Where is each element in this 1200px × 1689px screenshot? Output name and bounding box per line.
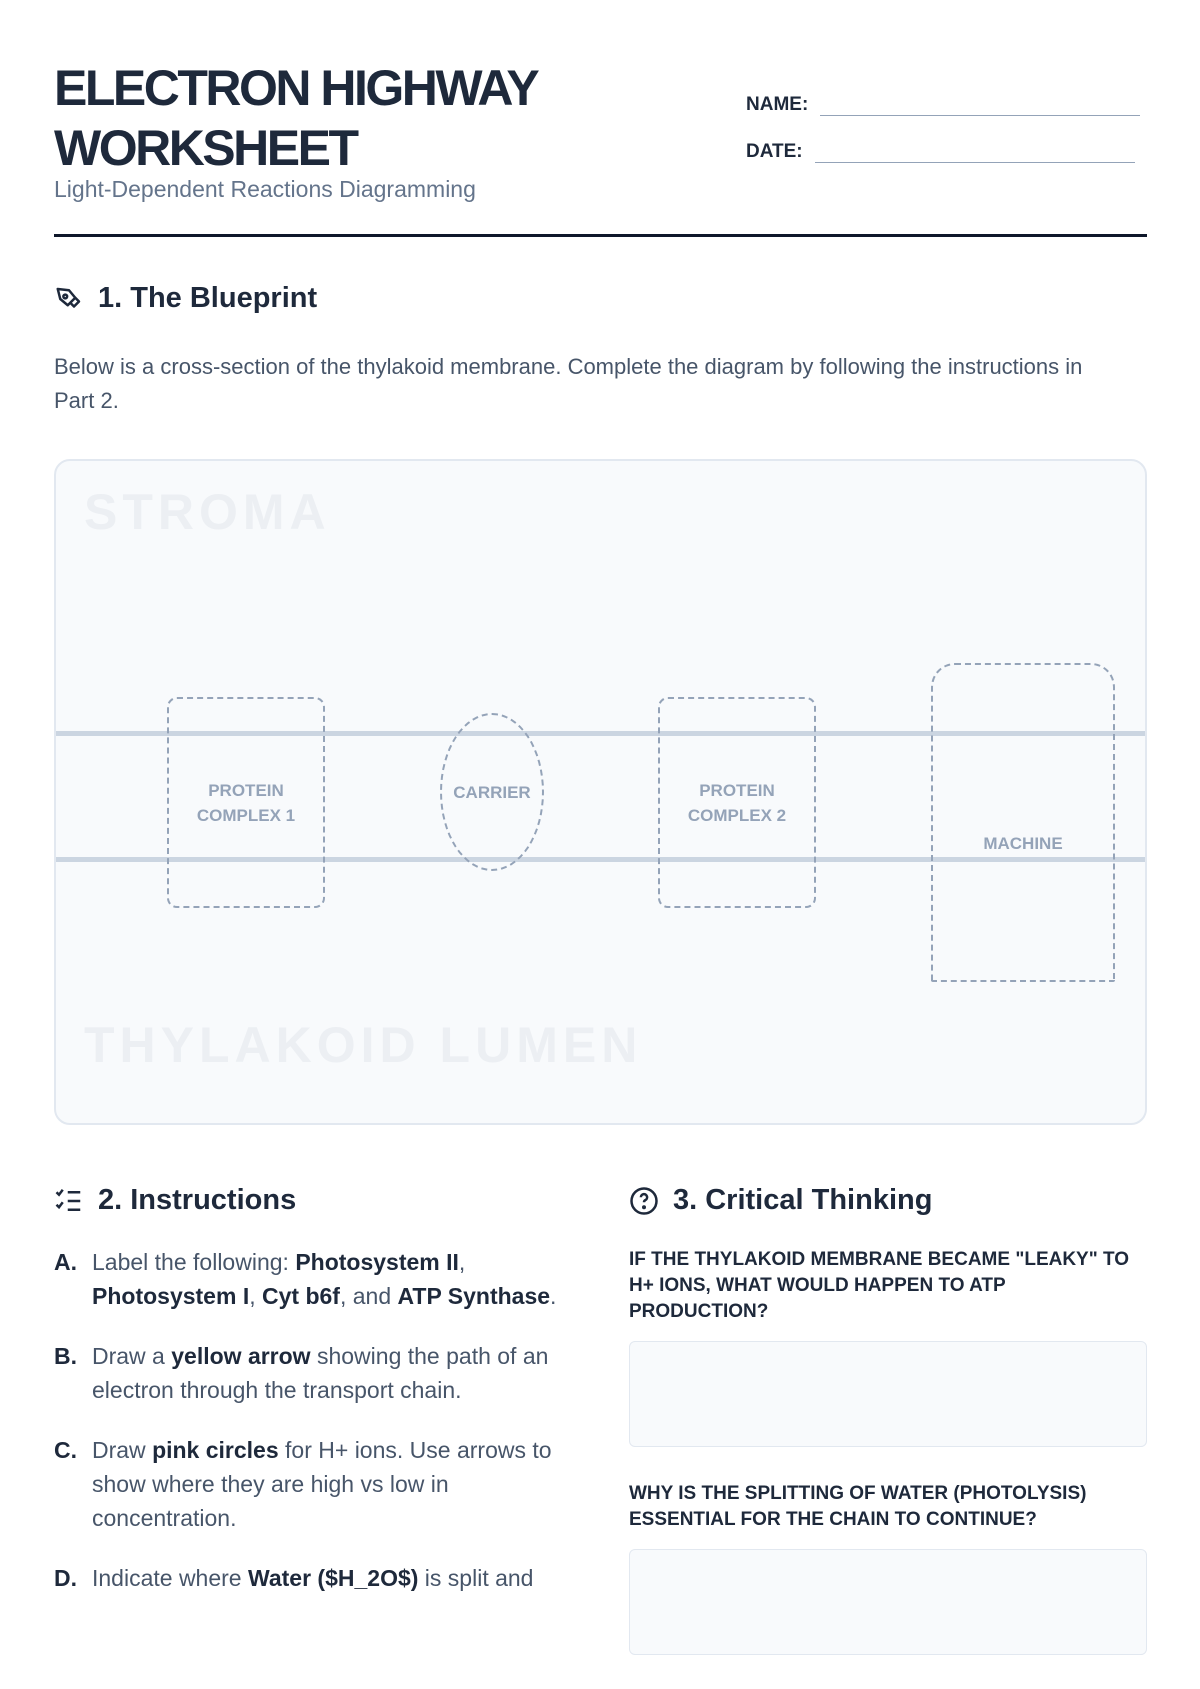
question-1: If the thylakoid membrane became "leaky"… xyxy=(629,1249,1130,1322)
carrier-slot[interactable]: CARRIER xyxy=(440,713,544,871)
protein-complex-1-slot[interactable]: PROTEIN COMPLEX 1 xyxy=(167,697,325,908)
text: , xyxy=(249,1283,262,1309)
pc2-label-2: COMPLEX 2 xyxy=(687,805,787,825)
letter: A. xyxy=(54,1249,77,1275)
date-field: DATE: xyxy=(746,141,1135,163)
section-3-title: 3. Critical Thinking xyxy=(673,1184,933,1216)
bold: pink circles xyxy=(152,1437,279,1463)
date-label: DATE: xyxy=(746,141,803,162)
bold: yellow arrow xyxy=(171,1343,311,1369)
stroma-label: STROMA xyxy=(84,484,331,540)
bold: Water ($H_2O$) xyxy=(247,1565,419,1591)
text: Draw xyxy=(92,1437,153,1463)
title-line-2: WORKSHEET xyxy=(54,120,359,176)
pc1-label-2: COMPLEX 1 xyxy=(196,805,296,825)
letter: B. xyxy=(54,1343,77,1369)
bold: Photosystem I xyxy=(92,1283,250,1309)
subtitle: Light-Dependent Reactions Diagramming xyxy=(54,176,476,202)
header-divider xyxy=(54,234,1147,237)
text: , and xyxy=(339,1283,398,1309)
bold: Photosystem II xyxy=(295,1249,459,1275)
text: Draw a xyxy=(92,1343,172,1369)
checklist-icon xyxy=(55,1188,81,1211)
instruction-c: C. Draw pink circles for H+ ions. Use arr… xyxy=(54,1433,584,1535)
question-2: Why is the splitting of water (photolysi… xyxy=(629,1483,1087,1530)
section-2-heading: 2. Instructions xyxy=(54,1184,584,1217)
lumen-label: THYLAKOID LUMEN xyxy=(84,1017,643,1073)
carrier-label: CARRIER xyxy=(453,782,531,802)
answer-box-2[interactable] xyxy=(629,1549,1147,1655)
pen-nib-icon xyxy=(56,287,81,308)
membrane-top xyxy=(56,731,1145,736)
section-1-text: Below is a cross-section of the thylakoi… xyxy=(54,354,1083,413)
text: for H+ ions. Use arrows to show where th… xyxy=(92,1437,552,1531)
machine-slot[interactable]: MACHINE xyxy=(931,663,1115,982)
question-circle-icon xyxy=(630,1186,658,1215)
section-3-heading: 3. Critical Thinking xyxy=(629,1184,1147,1217)
text: . xyxy=(550,1283,557,1309)
title-line-1: ELECTRON HIGHWAY xyxy=(54,60,540,116)
section-2-title: 2. Instructions xyxy=(98,1184,297,1216)
date-input-line[interactable] xyxy=(814,141,1135,163)
text: is split and xyxy=(418,1565,534,1591)
instruction-a: A. Label the following: Photosystem II, P… xyxy=(54,1245,584,1313)
protein-complex-2-slot[interactable]: PROTEIN COMPLEX 2 xyxy=(658,697,816,908)
pc2-label: PROTEIN xyxy=(699,780,775,800)
name-field: NAME: xyxy=(746,94,1141,116)
critical-thinking-section: 3. Critical Thinking If the thylakoid me… xyxy=(629,1184,1147,1689)
instructions-section: 2. Instructions A. Label the following: P… xyxy=(54,1184,584,1621)
section-1-heading: 1. The Blueprint xyxy=(54,282,317,315)
text: Label the following: xyxy=(92,1249,296,1275)
section-1-title: 1. The Blueprint xyxy=(98,282,318,314)
letter: D. xyxy=(54,1565,77,1591)
answer-box-1[interactable] xyxy=(629,1341,1147,1447)
bold: ATP Synthase xyxy=(397,1283,551,1309)
instruction-d: D. Indicate where Water ($H_2O$) is split… xyxy=(54,1561,584,1595)
pc1-label: PROTEIN xyxy=(208,780,284,800)
membrane-bottom xyxy=(56,857,1145,862)
text: Indicate where xyxy=(92,1565,248,1591)
instruction-b: B. Draw a yellow arrow showing the path o… xyxy=(54,1339,584,1407)
text: showing the path of an electron through … xyxy=(92,1343,549,1403)
letter: C. xyxy=(54,1437,77,1463)
bold: Cyt b6f xyxy=(262,1283,340,1309)
name-label: NAME: xyxy=(746,94,809,115)
text: , xyxy=(458,1249,466,1275)
name-input-line[interactable] xyxy=(820,94,1141,116)
machine-label: MACHINE xyxy=(983,834,1063,853)
